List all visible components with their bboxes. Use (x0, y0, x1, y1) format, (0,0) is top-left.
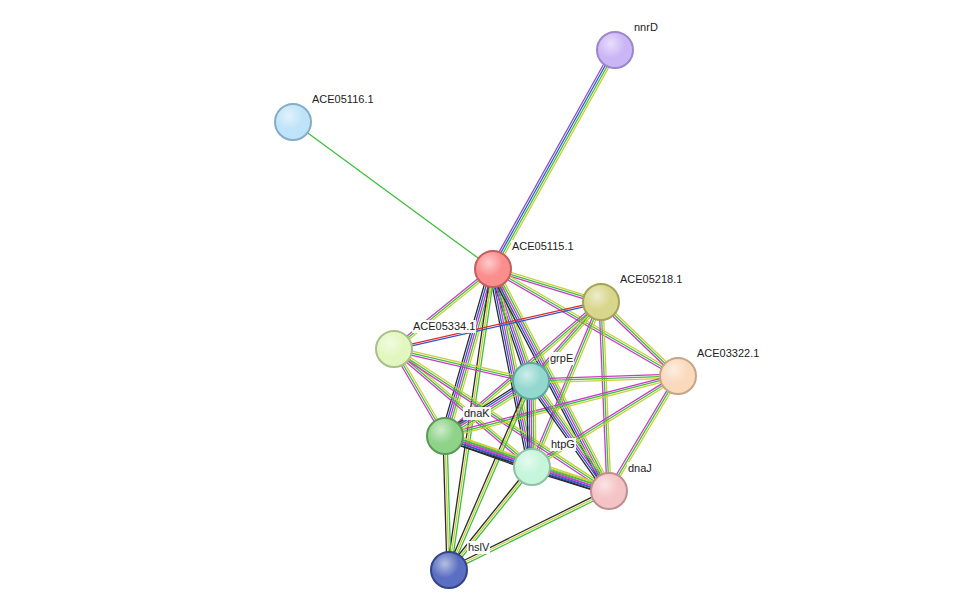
protein-node: ACE05115.1 (474, 250, 512, 288)
node-label: ACE05218.1 (619, 273, 683, 286)
evidence-line (459, 480, 519, 555)
evidence-line (460, 481, 520, 556)
interaction-edge (464, 497, 593, 564)
evidence-line (409, 282, 480, 339)
evidence-line (504, 67, 608, 255)
evidence-line (620, 392, 670, 476)
evidence-line (308, 133, 479, 259)
evidence-line (411, 305, 583, 344)
interaction-edge (444, 454, 451, 552)
node-label: nnrD (633, 21, 659, 34)
protein-node: hslV (430, 551, 468, 589)
evidence-line (499, 64, 603, 252)
interaction-edge (527, 399, 536, 449)
interaction-edge (617, 390, 671, 476)
evidence-line (527, 399, 529, 449)
interaction-edge (613, 313, 667, 365)
protein-node: nnrD (596, 31, 634, 69)
node-label: grpE (549, 352, 574, 365)
evidence-line (456, 398, 524, 554)
interaction-edge (461, 438, 593, 489)
evidence-line (543, 395, 600, 476)
protein-node: grpE (512, 362, 550, 400)
evidence-line (406, 362, 517, 457)
evidence-line (548, 476, 591, 489)
interaction-edge (508, 276, 664, 368)
evidence-line (545, 393, 602, 474)
node-label: dnaK (463, 407, 491, 420)
evidence-line (501, 65, 605, 253)
evidence-line (454, 397, 522, 553)
evidence-line (508, 280, 662, 369)
evidence-line (618, 391, 668, 475)
evidence-line (408, 280, 479, 337)
protein-node: ACE05218.1 (582, 283, 620, 321)
evidence-line (503, 66, 607, 254)
interaction-edge (549, 375, 660, 383)
evidence-line (531, 399, 533, 449)
node-label: ACE03322.1 (696, 347, 760, 360)
evidence-line (459, 389, 515, 425)
protein-node: htpG (513, 448, 551, 486)
interaction-edge (499, 64, 609, 254)
evidence-line (466, 501, 594, 564)
interaction-edge (541, 314, 590, 369)
evidence-line (615, 313, 666, 362)
evidence-line (533, 399, 535, 449)
node-label: dnaJ (627, 462, 653, 475)
evidence-line (458, 387, 514, 423)
node-label: ACE05334.1 (412, 320, 476, 333)
evidence-line (617, 390, 667, 474)
evidence-line (444, 454, 447, 552)
protein-node: ACE05116.1 (274, 103, 312, 141)
node-label: hslV (467, 541, 490, 554)
evidence-line (461, 392, 517, 428)
interaction-edge (407, 279, 481, 339)
evidence-line (529, 399, 531, 449)
interaction-edge (308, 133, 479, 259)
evidence-line (464, 497, 592, 560)
evidence-line (411, 355, 513, 379)
protein-node: dnaJ (590, 472, 628, 510)
evidence-line (410, 357, 595, 479)
evidence-line (613, 316, 664, 365)
evidence-line (614, 314, 665, 363)
evidence-line (408, 361, 519, 456)
protein-node: ACE03322.1 (659, 357, 697, 395)
evidence-line (407, 279, 478, 336)
evidence-line (461, 446, 591, 490)
evidence-line (549, 474, 592, 487)
protein-node: ACE05334.1 (375, 330, 413, 368)
node-label: ACE05115.1 (511, 240, 575, 253)
evidence-line (412, 307, 584, 346)
node-label: ACE05116.1 (311, 93, 375, 106)
evidence-line (535, 399, 537, 449)
evidence-line (549, 375, 660, 379)
interaction-edge (548, 469, 593, 490)
interaction-edge (459, 480, 523, 557)
interaction-edge (458, 387, 518, 429)
evidence-line (460, 391, 516, 427)
node-label: htpG (550, 438, 576, 451)
evidence-line (465, 499, 593, 562)
protein-node: dnaK (426, 417, 464, 455)
